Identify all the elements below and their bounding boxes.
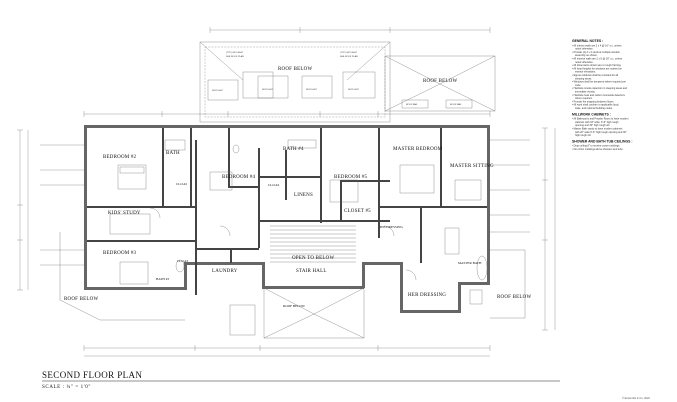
room-linens: LINENS bbox=[294, 193, 313, 198]
notes-item: • All head heights for windows are marke… bbox=[572, 67, 623, 73]
room-bedroom-3: BEDROOM #3 bbox=[103, 251, 137, 256]
notes-item: • Windows shall be tempered where requir… bbox=[572, 81, 626, 87]
roof-outline-top-right: ROOF FAN ROOF FAN ROOF BELOW bbox=[384, 55, 496, 112]
room-bath: BATH bbox=[166, 151, 180, 156]
room-roof-below-top-right: ROOF BELOW bbox=[423, 79, 457, 84]
notes-heading: SHOWER AND BATH TUB CEILINGS : bbox=[572, 139, 632, 143]
room-roof-below-top: ROOF BELOW bbox=[278, 67, 312, 72]
svg-text:SEE ROOF PLAN: SEE ROOF PLAN bbox=[226, 55, 244, 58]
room-kids-study: KIDS' STUDY bbox=[108, 211, 141, 216]
svg-text:(TYP) SKYLIGHT: (TYP) SKYLIGHT bbox=[226, 52, 244, 54]
room-stair-hall: STAIR HALL bbox=[296, 269, 327, 274]
notes-item: • All exterior walls are 2 x 6 @ 16" o.c… bbox=[572, 58, 623, 64]
room-roof-below-left: ROOF BELOW bbox=[64, 297, 98, 302]
svg-text:(TYP) SKYLIGHT: (TYP) SKYLIGHT bbox=[340, 52, 358, 54]
svg-text:SKYLIGHT: SKYLIGHT bbox=[348, 89, 359, 91]
room-bath-4: BATH #4 bbox=[283, 147, 304, 152]
roof-outline-top: SKYLIGHT SKYLIGHT SKYLIGHT SKYLIGHT (TYP… bbox=[199, 27, 491, 123]
notes-heading: MILLWORK CABINETS : bbox=[572, 112, 611, 116]
notes-item: • No crown moldings above showers and tu… bbox=[572, 148, 624, 151]
svg-text:ROOF FAN: ROOF FAN bbox=[406, 103, 418, 106]
notes-item: • Master Bath vanity to have modern cabi… bbox=[572, 128, 627, 138]
svg-text:SKYLIGHT: SKYLIGHT bbox=[262, 89, 273, 91]
notes-item: • All interior walls are 2 x 4 @ 16" o.c… bbox=[572, 44, 622, 50]
svg-text:SEE ROOF PLAN: SEE ROOF PLAN bbox=[340, 55, 358, 58]
room-bedroom-5: BEDROOM #5 bbox=[334, 175, 368, 180]
room-clo-4: CLO.#4 bbox=[268, 183, 279, 187]
notes-item: • Provide (2) 2 x 4 studs at multiple wi… bbox=[572, 51, 620, 57]
notes-item: • All dimensions shown are to rough fram… bbox=[572, 64, 622, 67]
dimension-strings bbox=[17, 111, 556, 357]
room-clo-2: CLO.#2 bbox=[176, 182, 187, 186]
sheet-scale: SCALE : ¼" = 1'0" bbox=[42, 385, 91, 390]
notes-item: • Hardwire smoke detectors in sleeping a… bbox=[572, 87, 628, 93]
notes-item: • Egress windows shall be provided for a… bbox=[572, 74, 618, 80]
notes-item: • All Bathrooms and Powder Room to have … bbox=[572, 118, 629, 128]
notes-item: • Drop ceiling 8" to receive crown moldi… bbox=[572, 145, 620, 148]
room-laundry: LAUNDRY bbox=[212, 269, 238, 274]
sheet-title: SECOND FLOOR PLAN bbox=[42, 370, 142, 380]
room-her-dressing: HER DRESSING bbox=[408, 293, 446, 298]
notes-item: • Hardwire heat and carbon monoxide dete… bbox=[572, 94, 626, 100]
roof-outline-sides: ROOF BELOW ROOF BELOW ROOF BELOW bbox=[59, 232, 531, 339]
room-open-to-below: OPEN TO BELOW bbox=[292, 256, 334, 261]
copyright-text: © Ensemble & Co. 2022 bbox=[622, 396, 650, 400]
room-roof-below-bottom: ROOF BELOW bbox=[283, 304, 306, 308]
room-closet-5: CLOSET #5 bbox=[344, 209, 371, 214]
svg-text:SKYLIGHT: SKYLIGHT bbox=[212, 90, 223, 92]
room-master-bedroom: MASTER BEDROOM bbox=[393, 147, 443, 152]
general-notes: GENERAL NOTES :• All interior walls are … bbox=[572, 39, 632, 151]
interior-walls bbox=[87, 128, 487, 295]
title-block: SECOND FLOOR PLAN SCALE : ¼" = 1'0" © En… bbox=[42, 370, 650, 400]
svg-text:ROOF FAN: ROOF FAN bbox=[450, 103, 462, 106]
room-roof-below-right: ROOF BELOW bbox=[497, 295, 531, 300]
notes-item: • All work shall conform to applicable l… bbox=[572, 104, 619, 110]
room-bath-3: BATH #3 bbox=[156, 277, 169, 281]
room-labels: BEDROOM #2 BATH CLO.#2 BEDROOM #4 BATH #… bbox=[103, 147, 494, 298]
exterior-walls bbox=[84, 125, 490, 313]
notes-item: • Provide fire stopping between floors. bbox=[572, 100, 614, 103]
room-master-bath: MASTER BATH bbox=[458, 261, 482, 265]
room-bedroom-2: BEDROOM #2 bbox=[103, 155, 137, 160]
room-master-sitting: MASTER SITTING bbox=[450, 164, 494, 169]
room-bedroom-4: BEDROOM #4 bbox=[222, 175, 256, 180]
fixtures bbox=[109, 139, 488, 305]
svg-text:SKYLIGHT: SKYLIGHT bbox=[306, 89, 317, 91]
room-his-dressing: HIS DRESSING bbox=[380, 225, 403, 229]
room-clo-3: CLO.#3 bbox=[177, 259, 188, 263]
notes-heading: GENERAL NOTES : bbox=[572, 39, 603, 43]
